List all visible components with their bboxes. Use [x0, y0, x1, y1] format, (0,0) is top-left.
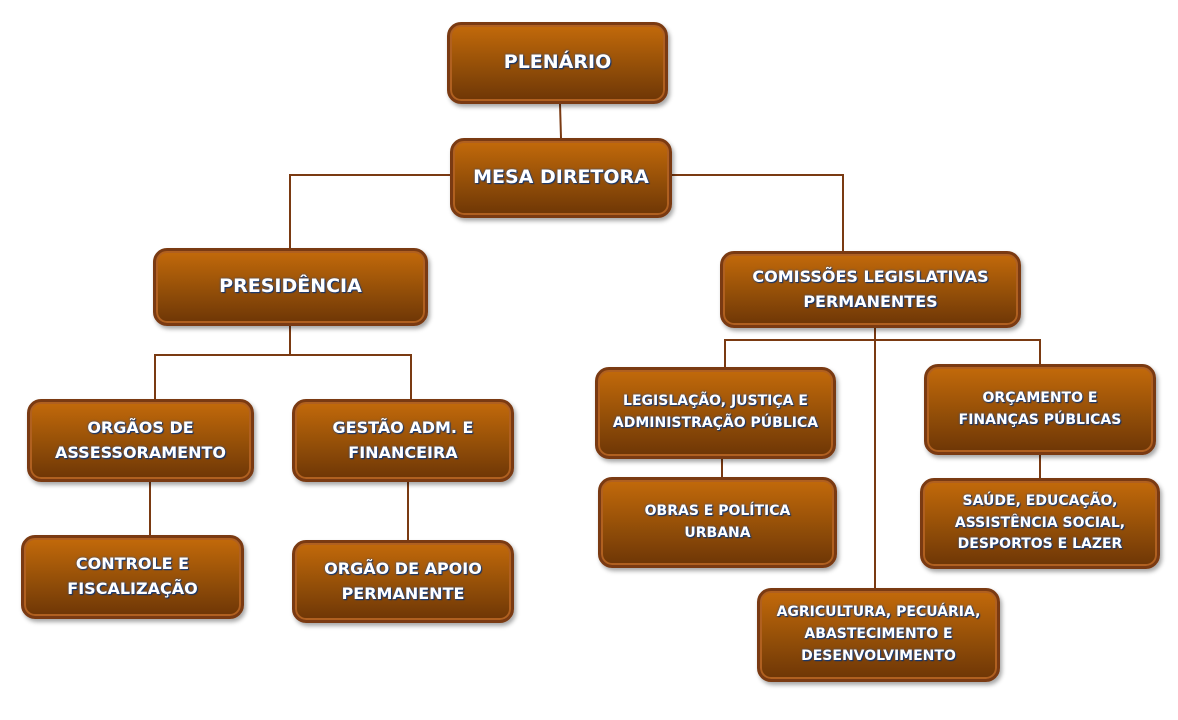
- node-label: COMISSÕES LEGISLATIVAS: [752, 266, 989, 286]
- node-obras: OBRAS E POLÍTICA URBANA: [598, 477, 837, 568]
- node-comissoes: COMISSÕES LEGISLATIVAS PERMANENTES: [720, 251, 1021, 328]
- connector: [154, 354, 412, 399]
- node-mesa-diretora: MESA DIRETORA: [450, 138, 672, 218]
- node-saude: SAÚDE, EDUCAÇÃO, ASSISTÊNCIA SOCIAL, DESPO…: [920, 478, 1160, 569]
- node-presidencia: PRESIDÊNCIA: [153, 248, 428, 326]
- node-gestao: GESTÃO ADM. E FINANCEIRA: [292, 399, 514, 482]
- node-label: CONTROLE E: [75, 554, 190, 574]
- connector: [672, 174, 844, 251]
- node-label: FINANCEIRA: [348, 442, 458, 462]
- node-label: AGRICULTURA, PECUÁRIA,: [776, 604, 981, 621]
- node-label: GESTÃO ADM. E: [332, 417, 474, 437]
- node-label: ORGÃOS DE: [87, 417, 194, 437]
- node-label: LEGISLAÇÃO, JUSTIÇA E: [623, 393, 808, 410]
- node-label: FISCALIZAÇÃO: [67, 579, 198, 598]
- node-label: ORÇAMENTO E: [982, 389, 1098, 406]
- node-label: PRESIDÊNCIA: [219, 275, 362, 298]
- node-label: PLENÁRIO: [503, 51, 612, 74]
- node-agricultura: AGRICULTURA, PECUÁRIA, ABASTECIMENTO E DES…: [757, 588, 1000, 682]
- node-label: SAÚDE, EDUCAÇÃO,: [962, 492, 1118, 509]
- node-label: DESPORTOS E LAZER: [957, 536, 1123, 553]
- node-plenario: PLENÁRIO: [447, 22, 668, 104]
- connector: [289, 174, 450, 248]
- node-label: PERMANENTE: [341, 583, 465, 603]
- node-label: ASSESSORAMENTO: [54, 442, 227, 462]
- node-legislacao: LEGISLAÇÃO, JUSTIÇA E ADMINISTRAÇÃO PÚBLI…: [595, 367, 836, 459]
- node-orgaos-assessoramento: ORGÃOS DE ASSESSORAMENTO: [27, 399, 254, 482]
- node-label: ADMINISTRAÇÃO PÚBLICA: [612, 415, 819, 431]
- node-orcamento: ORÇAMENTO E FINANÇAS PÚBLICAS: [924, 364, 1156, 455]
- node-label: PERMANENTES: [803, 291, 938, 311]
- node-label: URBANA: [684, 524, 751, 541]
- node-label: FINANÇAS PÚBLICAS: [958, 411, 1122, 428]
- node-label: MESA DIRETORA: [473, 166, 649, 189]
- connector: [724, 339, 1041, 367]
- connector: [559, 103, 562, 139]
- node-label: ORGÃO DE APOIO: [324, 558, 482, 578]
- node-orgao-apoio: ORGÃO DE APOIO PERMANENTE: [292, 540, 514, 623]
- node-label: DESENVOLVIMENTO: [801, 647, 956, 664]
- node-label: OBRAS E POLÍTICA: [644, 502, 791, 519]
- node-label: ABASTECIMENTO E: [804, 626, 953, 643]
- node-controle: CONTROLE E FISCALIZAÇÃO: [21, 535, 244, 619]
- node-label: ASSISTÊNCIA SOCIAL,: [954, 514, 1126, 531]
